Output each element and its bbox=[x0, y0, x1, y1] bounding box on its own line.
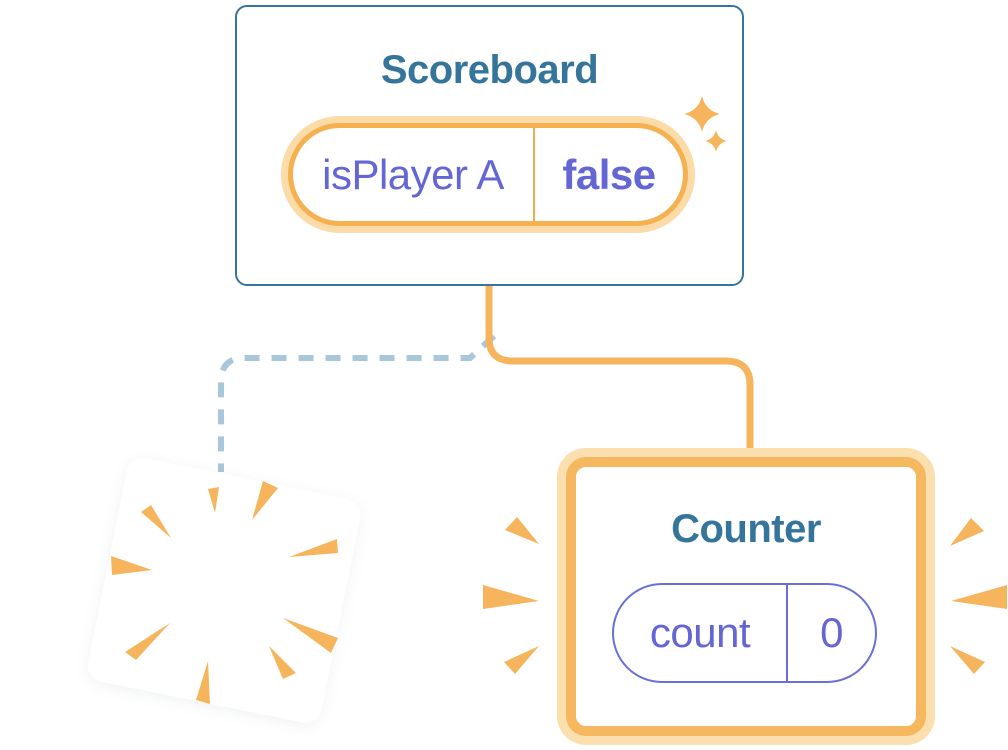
pill-divider bbox=[533, 128, 535, 221]
counter-card: Counter count 0 bbox=[566, 457, 926, 736]
scoreboard-state-name: isPlayer A bbox=[322, 150, 504, 198]
counter-state-name: count bbox=[649, 609, 751, 656]
removed-component-card bbox=[84, 455, 364, 726]
scoreboard-state-pill: isPlayer A false bbox=[288, 123, 688, 226]
counter-state-pill: count 0 bbox=[612, 583, 877, 683]
emphasis-burst-right-icon bbox=[950, 518, 1007, 674]
counter-state-value: 0 bbox=[820, 609, 843, 656]
scoreboard-card: Scoreboard isPlayer A false bbox=[235, 5, 744, 286]
pill-divider bbox=[786, 585, 788, 681]
scoreboard-state-value: false bbox=[562, 150, 656, 198]
scoreboard-title: Scoreboard bbox=[380, 48, 599, 92]
emphasis-burst-left-icon bbox=[483, 517, 539, 674]
counter-title: Counter bbox=[671, 507, 821, 551]
connector-dashed-removed-line bbox=[218, 333, 497, 472]
connector-solid-new-line bbox=[485, 284, 754, 453]
